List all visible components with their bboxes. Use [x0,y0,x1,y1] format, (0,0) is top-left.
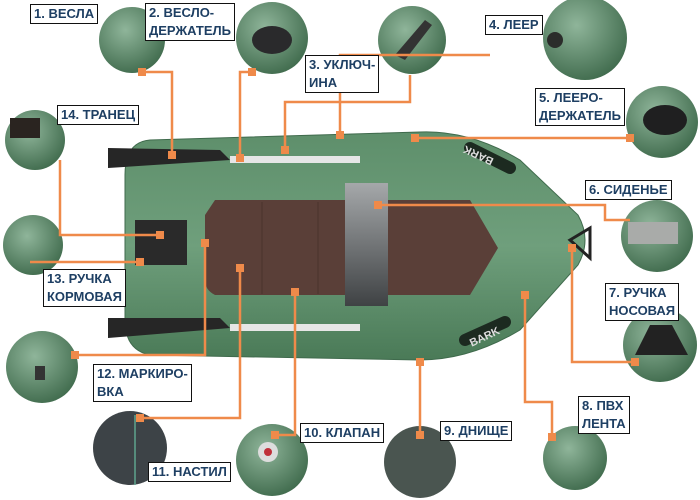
label-oarlock-holder: 2. ВЕСЛО- ДЕРЖАТЕЛЬ [145,3,235,41]
label-bow-handle: 7. РУЧКА НОСОВАЯ [605,283,680,321]
label-rope: 4. ЛЕЕР [485,15,543,35]
label-floorboard: 11. НАСТИЛ [148,462,231,482]
label-marking: 12. МАРКИРО- ВКА [93,364,192,402]
label-bottom: 9. ДНИЩЕ [440,421,513,441]
boat-illustration [108,131,592,361]
leader-endpoints [71,68,639,441]
label-pvc-strip: 8. ПВХ ЛЕНТА [578,396,630,434]
label-seat: 6. СИДЕНЬЕ [585,180,672,200]
label-oarlock: 3. УКЛЮЧ- ИНА [305,55,380,93]
bow-handle-shape [567,225,592,262]
inset-bottom [384,426,456,498]
label-rope-holder: 5. ЛЕЕРО- ДЕРЖАТЕЛЬ [535,88,625,126]
inset-rope [543,0,627,80]
label-oars: 1. ВЕСЛА [30,4,99,24]
detail-insets [3,0,698,498]
transom-board [135,220,187,265]
label-transom: 14. ТРАНЕЦ [57,105,140,125]
inset-stern-handle [3,215,63,275]
label-stern-handle: 13. РУЧКА КОРМОВАЯ [43,269,126,307]
inset-pvc-strip [543,426,607,490]
label-valve: 10. КЛАПАН [300,423,385,443]
oar-bottom [108,318,230,338]
